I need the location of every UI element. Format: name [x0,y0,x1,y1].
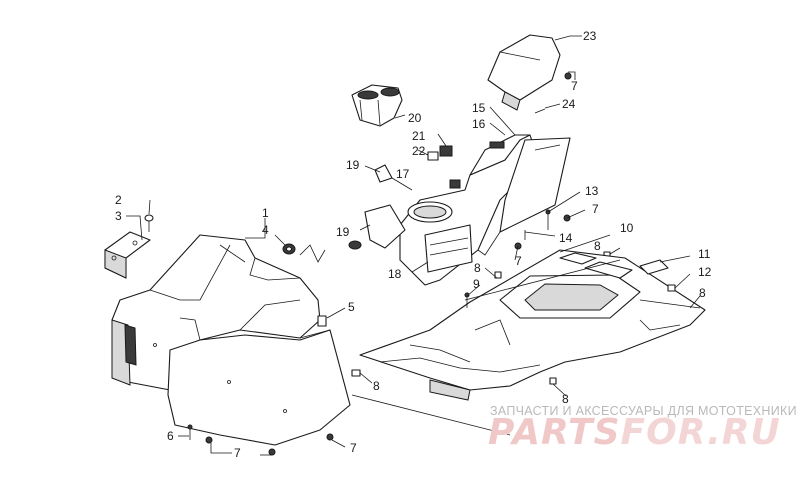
callout: 21 [412,129,426,143]
callout: 7 [234,446,241,460]
callout: 15 [472,101,486,115]
callout: 7 [571,79,578,93]
callout: 13 [585,184,599,198]
lid-part [487,34,561,111]
callout: 12 [698,265,712,279]
floor-pan [359,249,706,401]
callout: 7 [350,441,357,455]
callout: 17 [396,167,410,181]
left-console-housing [111,234,351,446]
screw-part [144,214,154,232]
callout: 4 [262,223,269,237]
screw-part-9 [464,292,470,308]
callout: 11 [698,247,711,261]
clip-part-12 [667,284,676,292]
callout: 8 [594,239,601,253]
callout: 20 [408,111,422,125]
callout: 8 [373,379,380,393]
callout: 8 [474,261,481,275]
callout: 5 [348,300,355,314]
fastener-parts [524,209,551,240]
callout-labels: 1 2 3 4 5 6 7 7 7 7 7 8 8 8 8 8 9 10 11 … [115,29,712,460]
callout: 2 [115,193,122,207]
callout: 6 [167,429,174,443]
callout: 22 [412,144,426,158]
callout: 7 [592,202,599,216]
watermark-logo-part1: PARTS [488,412,621,453]
watermark-logo: PARTSFOR.RU [488,412,781,453]
callout: 9 [473,277,480,291]
callout: 14 [559,231,573,245]
callout: 18 [388,267,402,281]
bracket-part [104,231,151,279]
grommet-part [282,243,326,263]
callout: 23 [583,29,597,43]
pad-parts [427,145,453,161]
callout: 19 [336,225,350,239]
callout: 8 [562,392,569,406]
callout: 3 [115,209,122,223]
clip-part [317,315,327,327]
plate-part [639,259,669,275]
callout: 10 [620,221,634,235]
callout: 8 [699,286,706,300]
screw-part-24 [534,108,546,114]
watermark-tagline: ЗАПЧАСТИ И АКСЕССУАРЫ ДЛЯ МОТОТЕХНИКИ [490,404,797,418]
cup-holder-part [351,84,403,127]
center-console [399,134,571,286]
callout: 19 [346,158,360,172]
callout: 24 [562,97,576,111]
callout: 1 [262,206,269,220]
screw-part-6 [187,424,193,440]
callout: 16 [472,117,486,131]
cover-part-19 [348,164,406,250]
leader-lines [126,35,701,456]
callout: 7 [515,254,522,268]
watermark-logo-part2: FOR.RU [620,412,781,453]
